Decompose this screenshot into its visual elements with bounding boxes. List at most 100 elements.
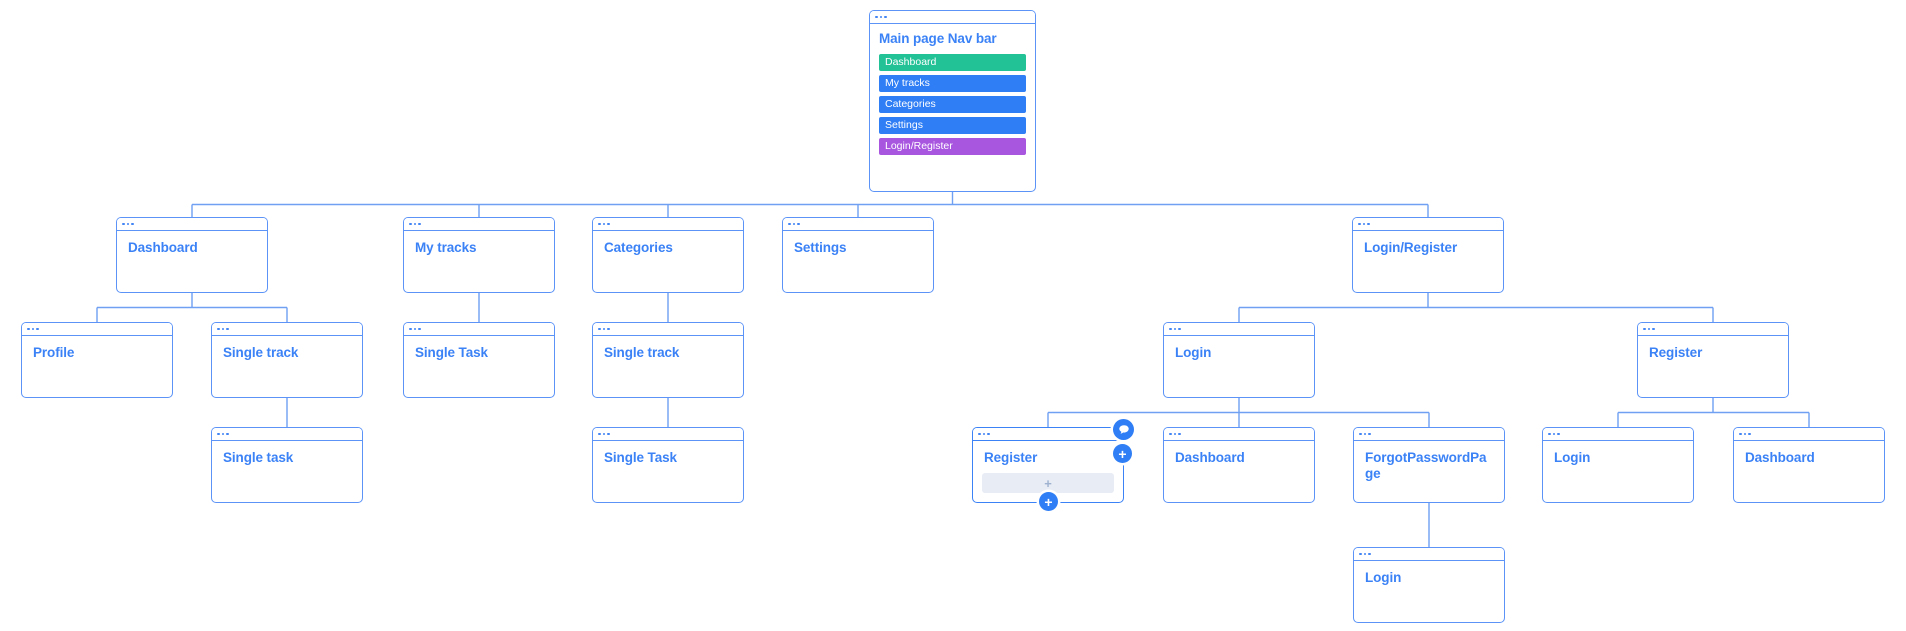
node-body: Categories bbox=[593, 231, 743, 256]
nav-item-settings[interactable]: Settings bbox=[879, 117, 1026, 134]
node-body: Single track bbox=[212, 336, 362, 361]
window-dots-icon bbox=[1359, 552, 1371, 556]
node-titlebar[interactable] bbox=[870, 11, 1035, 24]
node-titlebar[interactable] bbox=[117, 218, 267, 231]
node-title: Dashboard bbox=[1745, 450, 1815, 465]
node-login-1[interactable]: Login bbox=[1163, 322, 1315, 398]
node-body: Dashboard bbox=[117, 231, 267, 256]
node-title: Login bbox=[1175, 345, 1212, 360]
node-body: Dashboard bbox=[1164, 441, 1314, 466]
node-body: Login bbox=[1543, 441, 1693, 466]
node-titlebar[interactable] bbox=[973, 428, 1123, 441]
node-body: ForgotPasswordPage bbox=[1354, 441, 1504, 482]
window-dots-icon bbox=[122, 222, 134, 226]
node-login-2[interactable]: Login bbox=[1542, 427, 1694, 503]
window-dots-icon bbox=[1548, 432, 1560, 436]
node-title: Single Task bbox=[415, 345, 488, 360]
window-dots-icon bbox=[1358, 222, 1370, 226]
node-titlebar[interactable] bbox=[1164, 323, 1314, 336]
node-body: Single Task bbox=[404, 336, 554, 361]
node-single-track-1[interactable]: Single track bbox=[211, 322, 363, 398]
window-dots-icon bbox=[788, 222, 800, 226]
node-body: Single task bbox=[212, 441, 362, 466]
window-dots-icon bbox=[1169, 327, 1181, 331]
node-body: Dashboard bbox=[1734, 441, 1884, 466]
node-single-track-2[interactable]: Single track bbox=[592, 322, 744, 398]
node-single-task-2[interactable]: Single task bbox=[211, 427, 363, 503]
node-my-tracks[interactable]: My tracks bbox=[403, 217, 555, 293]
node-titlebar[interactable] bbox=[212, 323, 362, 336]
node-profile[interactable]: Profile bbox=[21, 322, 173, 398]
comment-bubble-icon[interactable] bbox=[1113, 419, 1134, 440]
nav-item-login-register[interactable]: Login/Register bbox=[879, 138, 1026, 155]
window-dots-icon bbox=[1739, 432, 1751, 436]
node-titlebar[interactable] bbox=[593, 218, 743, 231]
node-login-register[interactable]: Login/Register bbox=[1352, 217, 1504, 293]
node-dashboard-2[interactable]: Dashboard bbox=[1163, 427, 1315, 503]
node-forgot-password[interactable]: ForgotPasswordPage bbox=[1353, 427, 1505, 503]
node-title: Categories bbox=[604, 240, 673, 255]
window-dots-icon bbox=[598, 222, 610, 226]
node-title: Single track bbox=[223, 345, 299, 360]
node-titlebar[interactable] bbox=[404, 218, 554, 231]
node-body: Single Task bbox=[593, 441, 743, 466]
node-titlebar[interactable] bbox=[1164, 428, 1314, 441]
node-title: Register bbox=[984, 450, 1038, 465]
node-categories[interactable]: Categories bbox=[592, 217, 744, 293]
node-single-task-1[interactable]: Single Task bbox=[403, 322, 555, 398]
window-dots-icon bbox=[409, 222, 421, 226]
window-dots-icon bbox=[409, 327, 421, 331]
node-register-1[interactable]: Register bbox=[1637, 322, 1789, 398]
node-login-3[interactable]: Login bbox=[1353, 547, 1505, 623]
node-titlebar[interactable] bbox=[783, 218, 933, 231]
node-titlebar[interactable] bbox=[1354, 548, 1504, 561]
add-node-right-button[interactable]: + bbox=[1113, 444, 1132, 463]
nav-item-categories[interactable]: Categories bbox=[879, 96, 1026, 113]
node-title: Single track bbox=[604, 345, 680, 360]
node-register-2[interactable]: Register+++ bbox=[972, 419, 1134, 511]
window-dots-icon bbox=[217, 327, 229, 331]
node-titlebar[interactable] bbox=[212, 428, 362, 441]
window-dots-icon bbox=[598, 432, 610, 436]
node-settings[interactable]: Settings bbox=[782, 217, 934, 293]
nav-item-dashboard[interactable]: Dashboard bbox=[879, 54, 1026, 71]
window-dots-icon bbox=[978, 432, 990, 436]
node-titlebar[interactable] bbox=[1638, 323, 1788, 336]
window-dots-icon bbox=[1359, 432, 1371, 436]
node-body: Settings bbox=[783, 231, 933, 256]
window-dots-icon bbox=[1169, 432, 1181, 436]
node-titlebar[interactable] bbox=[593, 323, 743, 336]
node-titlebar[interactable] bbox=[1353, 218, 1503, 231]
add-node-bottom-button[interactable]: + bbox=[1039, 492, 1058, 511]
window-dots-icon bbox=[598, 327, 610, 331]
node-title: Login/Register bbox=[1364, 240, 1458, 255]
node-body: Login/Register bbox=[1353, 231, 1503, 256]
node-title: Dashboard bbox=[1175, 450, 1245, 465]
node-titlebar[interactable] bbox=[1354, 428, 1504, 441]
node-title: Login bbox=[1365, 570, 1402, 585]
node-titlebar[interactable] bbox=[22, 323, 172, 336]
node-body: Register bbox=[973, 441, 1123, 466]
node-body: Register bbox=[1638, 336, 1788, 361]
node-title: Login bbox=[1554, 450, 1591, 465]
node-title: Single Task bbox=[604, 450, 677, 465]
node-titlebar[interactable] bbox=[1734, 428, 1884, 441]
add-block-placeholder[interactable]: + bbox=[982, 473, 1114, 493]
node-titlebar[interactable] bbox=[404, 323, 554, 336]
node-dashboard-3[interactable]: Dashboard bbox=[1733, 427, 1885, 503]
node-dashboard[interactable]: Dashboard bbox=[116, 217, 268, 293]
node-titlebar[interactable] bbox=[593, 428, 743, 441]
node-title: Settings bbox=[794, 240, 847, 255]
node-titlebar[interactable] bbox=[1543, 428, 1693, 441]
node-title: My tracks bbox=[415, 240, 477, 255]
node-single-task-3[interactable]: Single Task bbox=[592, 427, 744, 503]
nav-item-my-tracks[interactable]: My tracks bbox=[879, 75, 1026, 92]
window-dots-icon bbox=[27, 327, 39, 331]
window-dots-icon bbox=[875, 15, 887, 19]
node-body: Login bbox=[1164, 336, 1314, 361]
node-body: Login bbox=[1354, 561, 1504, 586]
